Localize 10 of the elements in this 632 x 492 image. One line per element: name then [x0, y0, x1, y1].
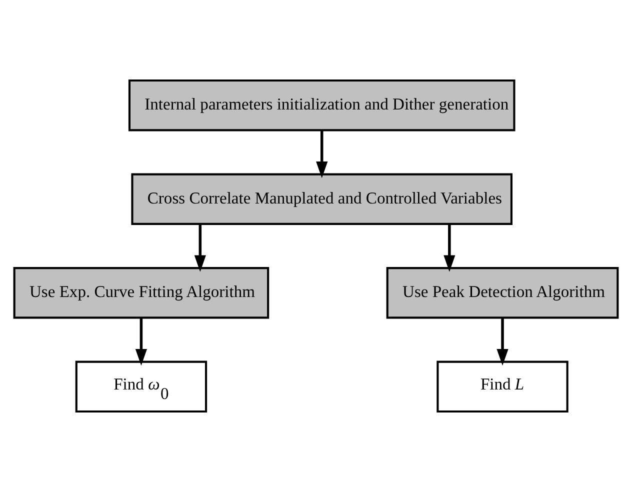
- arrow: [316, 130, 328, 178]
- arrow: [194, 224, 206, 272]
- node-box: Use Exp. Curve Fitting Algorithm: [13, 267, 270, 319]
- node-box: Use Peak Detection Algorithm: [386, 267, 619, 319]
- arrow: [135, 318, 148, 366]
- node-box: Cross Correlate Manuplated and Controlled Variables: [131, 173, 513, 225]
- arrow: [444, 224, 456, 272]
- node-box: Find L: [436, 360, 568, 413]
- node-box: Internal parameters initialization and Dither generation: [128, 79, 516, 132]
- arrow: [496, 318, 508, 366]
